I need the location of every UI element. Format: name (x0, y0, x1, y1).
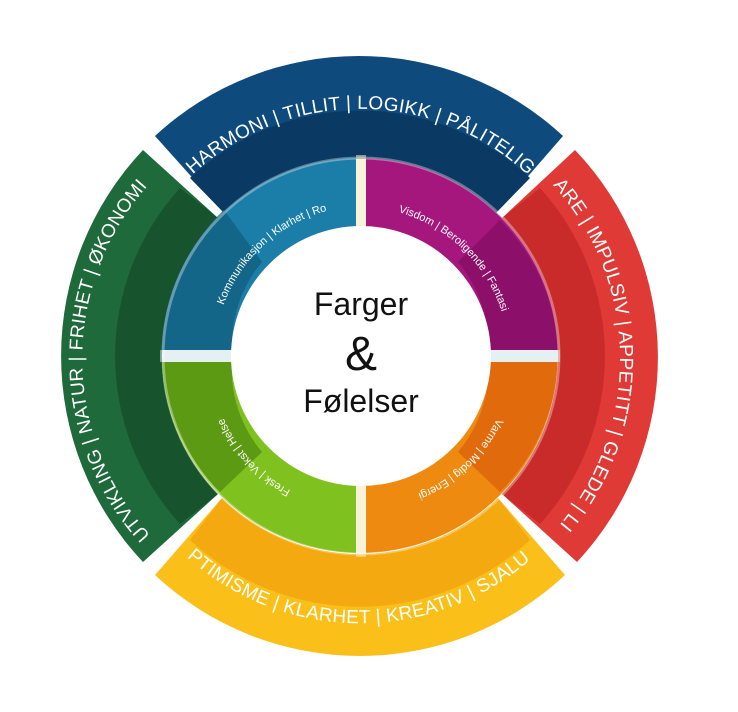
outer-ring (61, 55, 658, 656)
center-title-line1: Farger (314, 286, 409, 322)
center-ampersand: & (345, 328, 377, 381)
center-title-line2: Følelser (303, 383, 419, 419)
inner-segment-teal-shade (162, 210, 262, 350)
inner-segment-lime-shade (162, 362, 262, 492)
outer-segment-green-shade (115, 188, 218, 524)
outer-segment-yellow-shade (190, 498, 530, 607)
inner-segment-purple-shade (458, 220, 558, 350)
center-circle (231, 226, 491, 486)
inner-ring-outline (161, 156, 561, 556)
outer-segment-blue-shade (190, 110, 530, 213)
outer-segment-red-shade (502, 188, 605, 524)
inner-segment-orange-shade (458, 362, 558, 492)
